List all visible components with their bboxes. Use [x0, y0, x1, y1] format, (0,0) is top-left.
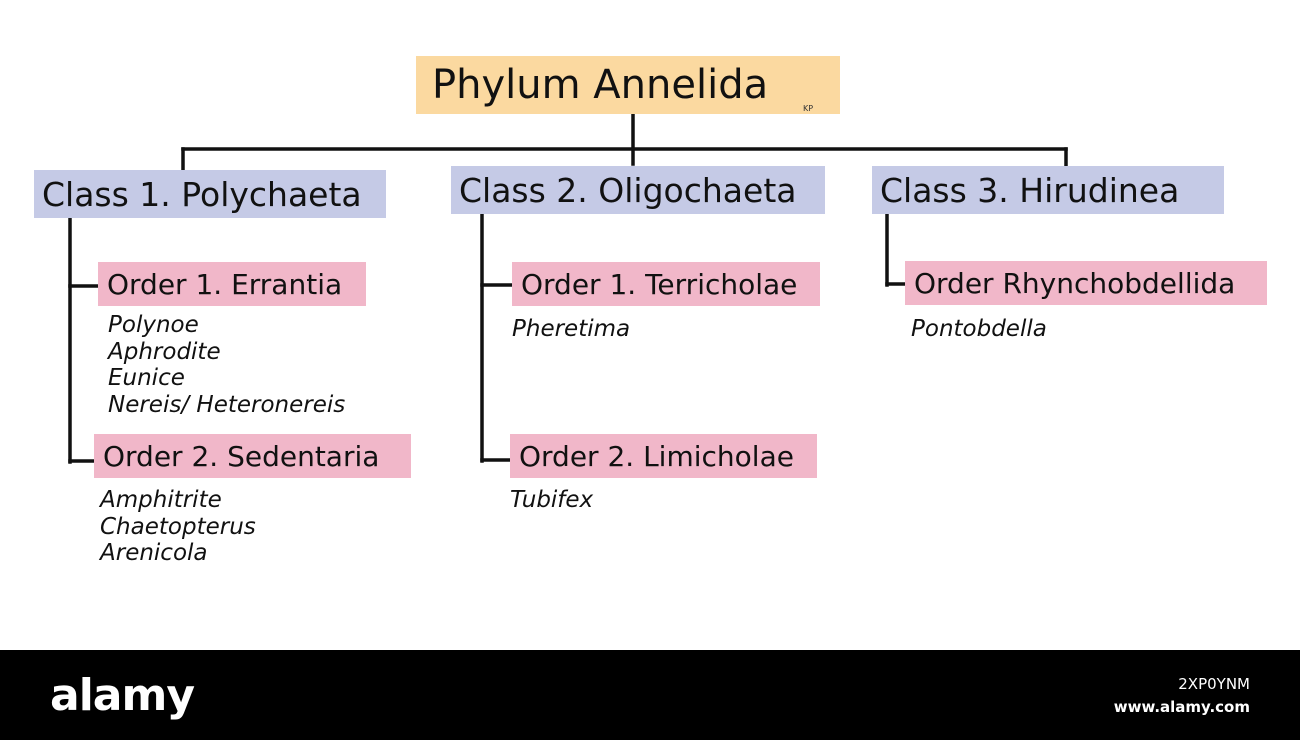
- order-errantia-box: Order 1. Errantia: [98, 262, 366, 306]
- alamy-logo: alamy: [50, 670, 195, 721]
- order-rhynchobdellida-box: Order Rhynchobdellida: [905, 261, 1267, 305]
- stock-footer: [0, 650, 1300, 740]
- genus-item: Amphitrite: [100, 487, 222, 513]
- order-terricholae-label: Order 1. Terricholae: [521, 267, 798, 301]
- genus-item: Arenicola: [100, 540, 208, 567]
- class-polychaeta-box: Class 1. Polychaeta: [34, 170, 386, 218]
- order-errantia-label: Order 1. Errantia: [107, 267, 343, 301]
- class-oligochaeta-label: Class 2. Oligochaeta: [459, 170, 797, 210]
- class-hirudinea-box: Class 3. Hirudinea: [872, 166, 1224, 214]
- limicholae-genera-list: Tubifex: [510, 487, 593, 514]
- class-oligochaeta-box: Class 2. Oligochaeta: [451, 166, 825, 214]
- sedentaria-genera-list: Amphitrite Chaetopterus Arenicola: [100, 487, 256, 567]
- order-limicholae-label: Order 2. Limicholae: [519, 439, 794, 473]
- image-id: 2XP0YNM: [1178, 675, 1250, 693]
- order-rhynchobdellida-label: Order Rhynchobdellida: [914, 266, 1236, 300]
- class-polychaeta-label: Class 1. Polychaeta: [42, 174, 362, 214]
- phylum-box: Phylum Annelida: [416, 56, 840, 114]
- genus-item: Tubifex: [510, 487, 594, 513]
- errantia-genera-list: Polynoe Aphrodite Eunice Nereis/ Heteron…: [108, 312, 345, 419]
- genus-item: Pontobdella: [911, 316, 1047, 342]
- genus-item: Nereis/ Heteronereis: [108, 392, 346, 419]
- genus-item: Aphrodite: [108, 338, 221, 365]
- phylum-label: Phylum Annelida: [432, 62, 769, 108]
- genus-item: Eunice: [108, 365, 185, 392]
- genus-item: Pheretima: [512, 316, 631, 342]
- rhynchobdellida-genera-list: Pontobdella: [911, 316, 1047, 343]
- genus-item: Chaetopterus: [100, 513, 256, 540]
- order-terricholae-box: Order 1. Terricholae: [512, 262, 820, 306]
- class-hirudinea-label: Class 3. Hirudinea: [880, 170, 1180, 210]
- order-sedentaria-box: Order 2. Sedentaria: [94, 434, 411, 478]
- genus-item: Polynoe: [108, 312, 199, 338]
- author-marker: KP: [803, 104, 814, 113]
- terricholae-genera-list: Pheretima: [512, 316, 630, 343]
- order-limicholae-box: Order 2. Limicholae: [510, 434, 817, 478]
- classification-diagram: Phylum Annelida KP Class 1. Polychaeta O…: [34, 56, 1267, 567]
- order-sedentaria-label: Order 2. Sedentaria: [103, 439, 380, 473]
- site-url: www.alamy.com: [1113, 698, 1250, 716]
